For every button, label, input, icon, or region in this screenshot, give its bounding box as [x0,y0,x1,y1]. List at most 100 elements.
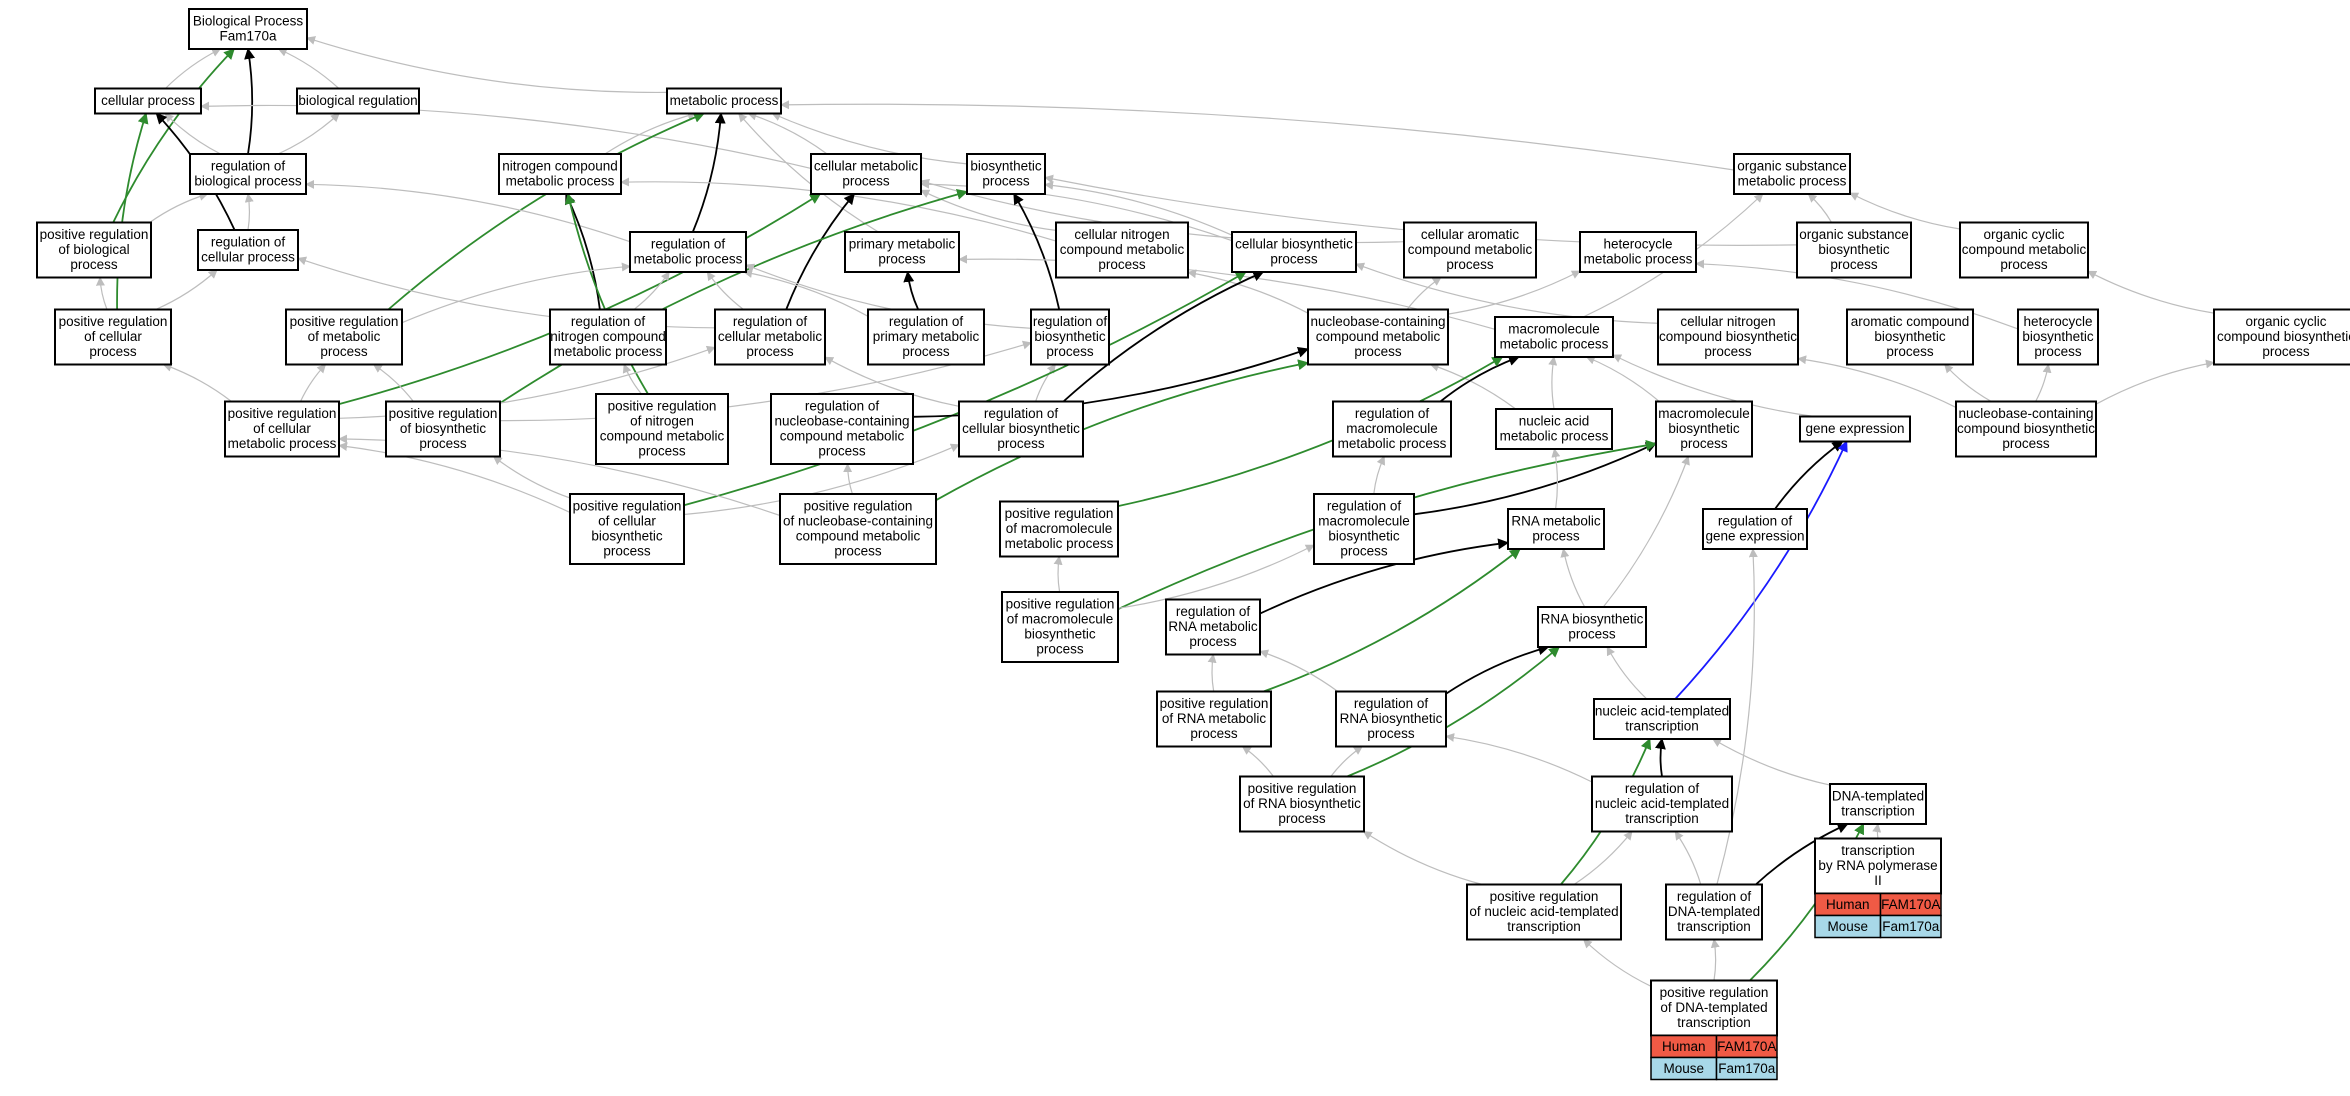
node-box [224,400,340,458]
node-box [1655,400,1753,458]
node-label-line: of nitrogen [630,414,694,429]
edge-is-a-namp-to-macmp [1548,356,1558,410]
node-label-line: biosynthetic [2022,329,2094,344]
node-box [1156,690,1272,748]
node-label-line: compound metabolic [780,429,905,444]
node-box [1239,775,1365,833]
node-label-line: of RNA biosynthetic [1243,796,1361,811]
node-label-line: process [1532,529,1580,544]
node-label-line: cellular nitrogen [1074,227,1169,242]
edge-is-a-prmacbp-to-rmacbp [1117,544,1315,609]
node-label-line: biosynthetic [1874,329,1946,344]
go-term-node-cp[interactable]: cellular process [94,87,202,115]
go-term-node-ge[interactable]: gene expression [1799,415,1911,443]
node-label-line: RNA metabolic [1168,619,1258,634]
go-term-node-breg[interactable]: biological regulation [296,87,420,115]
node-box [1579,231,1697,273]
gene-symbol[interactable]: FAM170A [1717,1039,1776,1054]
edge-is-a-rrnabp-to-rrnamp [1259,649,1339,692]
node-label-line: of macromolecule [1007,612,1114,627]
node-box [1650,979,1778,1037]
node-label-line: biosynthetic [1668,421,1740,436]
node-label-line: gene expression [1805,421,1904,436]
node-box [966,153,1046,195]
go-term-node-mp[interactable]: metabolic process [666,87,782,115]
node-box [595,393,729,465]
node-label-line: positive regulation [573,499,682,514]
edge-is-a-nbcbp-to-cncbp [1797,355,1957,408]
node-label-line: regulation of [571,314,646,329]
node-label-line: process [2002,436,2050,451]
edge-is-a-prmp-to-rmp [401,262,631,324]
node-label-line: regulation of [1625,781,1700,796]
gene-symbol[interactable]: Fam170a [1882,919,1940,934]
node-label-line: of biosynthetic [400,421,487,436]
node-box [1507,508,1605,550]
node-label-line: metabolic process [506,174,615,189]
gene-symbol[interactable]: Fam170a [1718,1061,1776,1076]
go-term-node-rmacbp[interactable]: regulation ofmacromoleculebiosyntheticpr… [1313,493,1415,565]
edge-is-a-namp-to-nbcmp [1429,362,1517,410]
node-box [1495,408,1613,450]
go-term-node-rnbcmp[interactable]: regulation ofnucleobase-containingcompou… [770,393,914,465]
node-label-line: regulation of [1718,514,1793,529]
gene-symbol[interactable]: FAM170A [1881,897,1940,912]
edge-is-a-rnabp-to-macbp [1602,455,1690,608]
node-box [1665,883,1763,941]
